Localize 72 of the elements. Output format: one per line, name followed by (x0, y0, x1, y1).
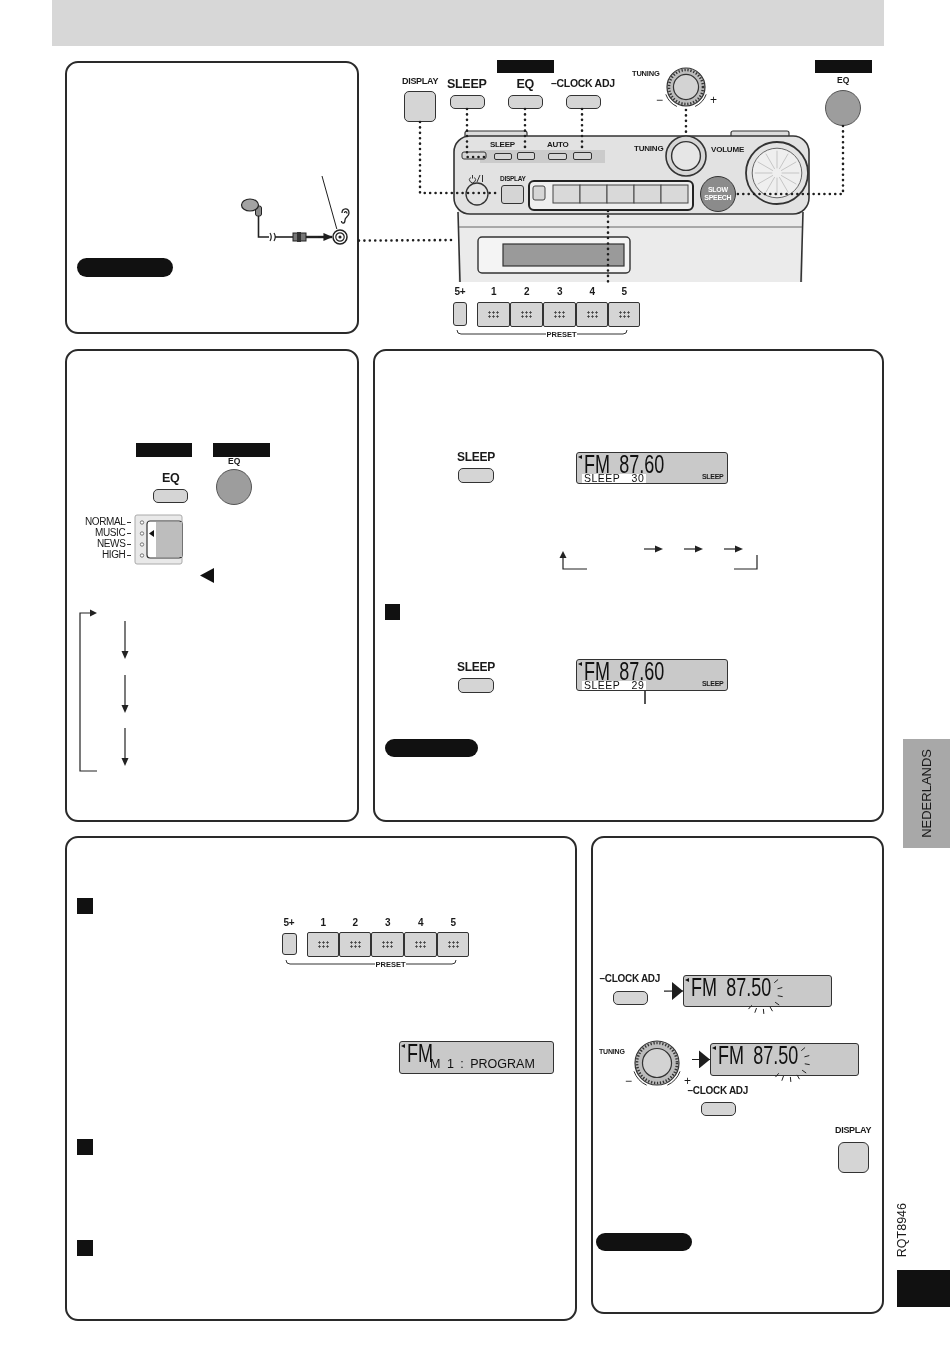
panel (65, 836, 577, 1321)
sign-label: + (684, 1075, 691, 1087)
document-code: RQT8946 (896, 1203, 909, 1258)
lcd-display (399, 1041, 554, 1074)
switch-position-label: NEWS (97, 539, 126, 549)
sign-label: − (656, 94, 663, 106)
switch-position-label: NORMAL (85, 517, 126, 527)
key-label: 2 (352, 918, 358, 928)
panel (65, 61, 359, 334)
jack-socket (332, 229, 348, 245)
lcd-display (710, 1043, 859, 1076)
key-label: 1 (320, 918, 326, 928)
note-pill (77, 258, 173, 277)
display-text: FM 87.60 (584, 454, 665, 474)
key-label: 1 (491, 287, 497, 297)
key-label: 5 (450, 918, 456, 928)
preset-key-strip (528, 180, 694, 211)
key-label: 4 (418, 918, 424, 928)
key-label: 5+ (454, 287, 466, 297)
display-text: FM 87.50 (691, 977, 772, 997)
panel (373, 349, 884, 822)
sign-label: − (625, 1075, 632, 1087)
key-label: SLEEP (457, 661, 495, 673)
display-text: SLEEP 29 (582, 680, 647, 690)
push-button (573, 152, 592, 160)
push-button (517, 152, 535, 160)
key-label: 2 (524, 287, 530, 297)
key-label: EQ (516, 78, 534, 91)
sign-label: + (710, 94, 717, 106)
language-tab (903, 739, 950, 848)
lcd-display (576, 452, 728, 484)
key-label: AUTO (547, 141, 569, 149)
key-label: EQ (837, 76, 850, 85)
display-text: M 1 : PROGRAM (430, 1059, 535, 1070)
panel (591, 836, 884, 1314)
key-label: DISPLAY (402, 77, 439, 86)
key-label: –CLOCK ADJ (599, 974, 661, 984)
key-label: 4 (589, 287, 595, 297)
leader-line (321, 175, 338, 230)
display-text: FM 87.60 (584, 661, 665, 681)
key-label: –CLOCK ADJ (687, 1086, 749, 1096)
lcd-display (683, 975, 832, 1007)
knob-label: TUNING (634, 145, 664, 153)
switch-position-label: MUSIC (95, 528, 126, 538)
display-text: SLEEP 30 (582, 473, 647, 483)
arrow (318, 232, 333, 242)
note-pill (385, 739, 478, 757)
knob-label: VOLUME (711, 146, 745, 154)
key-label: SLEEP (490, 141, 515, 149)
leader-line (644, 690, 646, 705)
display-text: FM 87.50 (718, 1045, 799, 1065)
key-label: EQ (162, 472, 180, 485)
panel (65, 349, 359, 822)
leader-line (357, 238, 455, 242)
key-label: SLEEP (447, 78, 487, 91)
leader-line (684, 108, 688, 134)
key-label: 3 (385, 918, 391, 928)
note-pill (596, 1233, 692, 1251)
switch-position-label: HIGH (102, 550, 126, 560)
leader-line (734, 124, 845, 196)
key-label: 5 (621, 287, 627, 297)
lcd-display (576, 659, 728, 691)
key-label: EQ (228, 457, 241, 466)
arrow (663, 982, 684, 1001)
tab-label: NEDERLANDS (920, 749, 933, 838)
arrow (691, 1050, 711, 1069)
key-label: SLEEP (457, 451, 495, 463)
key-label: 5+ (283, 918, 295, 928)
key-label: 3 (557, 287, 563, 297)
leader-line (418, 120, 499, 195)
key-label: DISPLAY (835, 1126, 872, 1135)
key-label: –CLOCK ADJ (551, 78, 615, 89)
